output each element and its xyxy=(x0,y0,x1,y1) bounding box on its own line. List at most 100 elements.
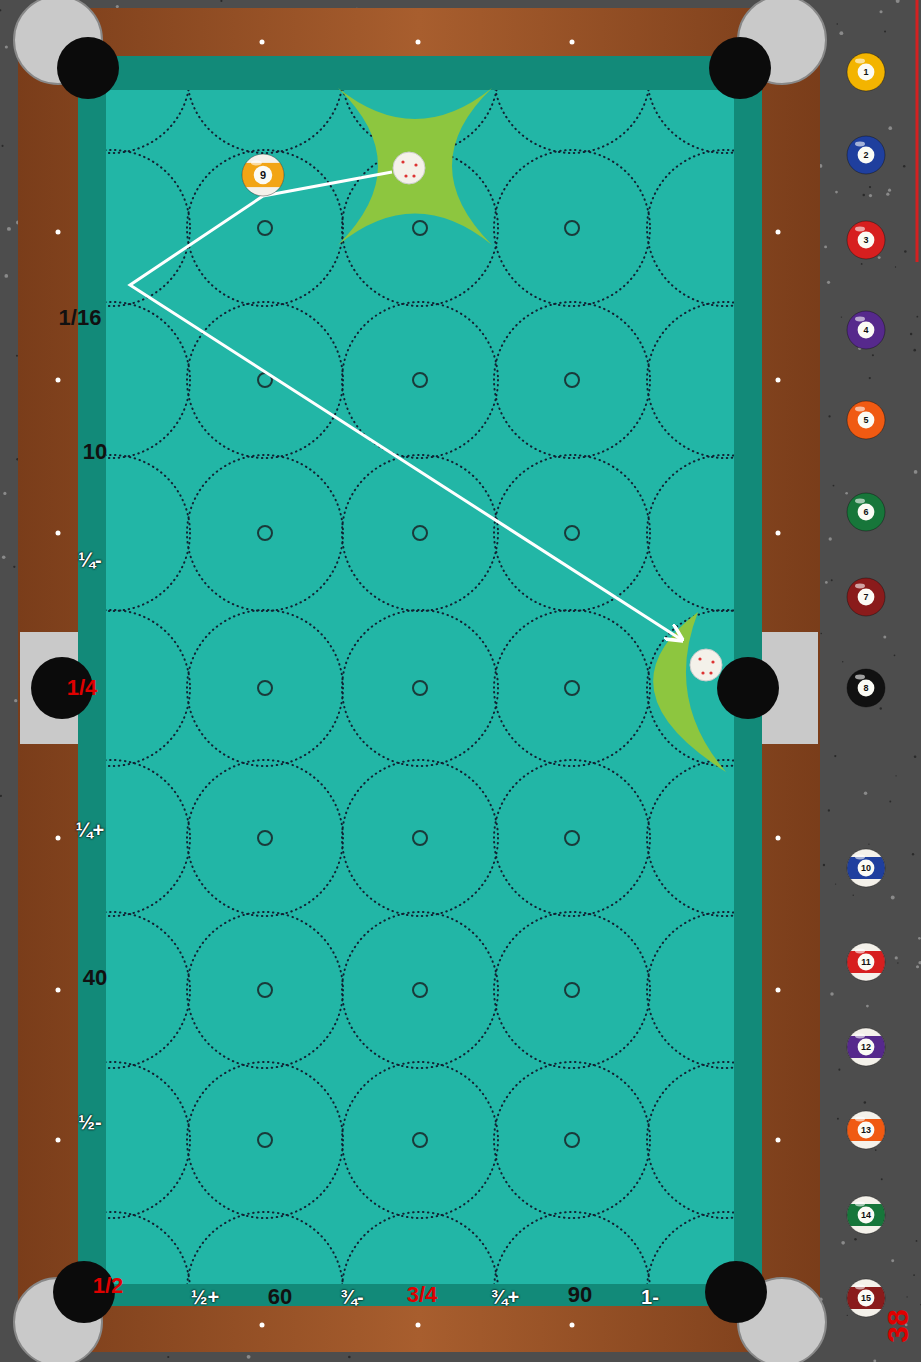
speckle xyxy=(914,755,917,758)
center-spot xyxy=(413,373,427,387)
speckle xyxy=(880,707,882,709)
ball-number: 2 xyxy=(846,135,886,175)
dotted-circle xyxy=(647,150,734,306)
ball-outline xyxy=(847,493,885,531)
speckle xyxy=(918,937,921,940)
ball-outline xyxy=(847,136,885,174)
ball-number: 13 xyxy=(846,1110,886,1150)
ball-number: 6 xyxy=(846,492,886,532)
center-spot xyxy=(565,221,579,235)
rail-mark-label: ½+ xyxy=(191,1287,219,1307)
cue-ball xyxy=(690,649,722,681)
cue-ball-body xyxy=(393,152,425,184)
dotted-circle xyxy=(647,455,734,611)
ball-number: 7 xyxy=(846,577,886,617)
diamond xyxy=(776,988,781,993)
dotted-circle xyxy=(187,90,343,153)
center-spot xyxy=(413,831,427,845)
speckle xyxy=(836,23,838,25)
ball-number: 9 xyxy=(241,153,285,197)
target-zone xyxy=(653,612,726,772)
speckle xyxy=(913,1274,915,1276)
ball-outline xyxy=(847,401,885,439)
dotted-circle xyxy=(494,90,650,153)
center-spot xyxy=(565,526,579,540)
ball-number: 14 xyxy=(846,1195,886,1235)
speckle xyxy=(910,333,912,335)
dotted-circle xyxy=(106,912,190,1068)
target-zone xyxy=(338,88,492,245)
speckle xyxy=(835,883,836,884)
speckle xyxy=(824,245,827,248)
ball-shine xyxy=(855,59,865,64)
speckle xyxy=(888,126,892,130)
cue-ball-dot xyxy=(711,660,714,663)
dotted-circle xyxy=(342,610,498,766)
speckle xyxy=(904,250,906,252)
dotted-circle xyxy=(494,610,650,766)
center-spot xyxy=(413,1133,427,1147)
dotted-circle xyxy=(187,610,343,766)
speckle xyxy=(916,316,918,318)
pocket xyxy=(717,657,779,719)
ball-shine xyxy=(855,227,865,232)
pool-ball: 10 xyxy=(846,848,886,888)
speckle xyxy=(4,274,8,278)
speckle xyxy=(895,266,896,267)
speckle xyxy=(914,470,918,474)
rail-mark-label: 1- xyxy=(641,1287,659,1307)
cue-ball-dot xyxy=(404,174,407,177)
dotted-circle xyxy=(342,760,498,916)
circle-grid xyxy=(106,90,734,1284)
pool-ball: 9 xyxy=(241,153,285,197)
speckle xyxy=(873,1359,876,1362)
pocket xyxy=(705,1261,767,1323)
speckle xyxy=(835,191,838,194)
cue-ball-dot xyxy=(709,671,712,674)
diamond xyxy=(776,1138,781,1143)
dotted-circle xyxy=(106,760,190,916)
pool-ball: 4 xyxy=(846,310,886,350)
speckle xyxy=(833,485,835,487)
center-spot xyxy=(413,681,427,695)
cue-ball-dot xyxy=(698,657,701,660)
center-spot xyxy=(258,983,272,997)
edge-stripe xyxy=(916,0,919,262)
speckle xyxy=(14,699,17,702)
dotted-circle xyxy=(647,1212,734,1284)
pool-ball: 13 xyxy=(846,1110,886,1150)
speckle xyxy=(837,1118,839,1120)
dotted-circle xyxy=(106,90,190,153)
speckle xyxy=(831,579,833,581)
ball-number: 3 xyxy=(846,220,886,260)
speckle xyxy=(894,654,896,656)
dotted-circle xyxy=(187,302,343,458)
ball-outline xyxy=(847,1279,885,1317)
cue-ball xyxy=(393,152,425,184)
rail-mark-label: ¾+ xyxy=(491,1287,519,1307)
ball-shine xyxy=(251,160,262,165)
speckle xyxy=(820,633,822,635)
diamond xyxy=(56,988,61,993)
ball-body xyxy=(847,578,885,616)
ball-body xyxy=(847,1028,885,1066)
ball-body xyxy=(847,1279,885,1317)
dotted-circle xyxy=(494,150,650,306)
cushion xyxy=(78,56,762,1306)
diamond xyxy=(776,378,781,383)
dotted-circle xyxy=(342,912,498,1068)
speckle xyxy=(7,227,11,231)
ball-body xyxy=(847,311,885,349)
dotted-circle xyxy=(106,455,190,611)
speckle xyxy=(1,145,3,147)
ball-outline xyxy=(847,669,885,707)
ball-body xyxy=(847,53,885,91)
speckle xyxy=(3,492,6,495)
cue-ball-dot xyxy=(701,671,704,674)
center-spot xyxy=(565,831,579,845)
speckle xyxy=(903,165,905,167)
speckle xyxy=(906,1296,907,1297)
speckle xyxy=(869,186,871,188)
